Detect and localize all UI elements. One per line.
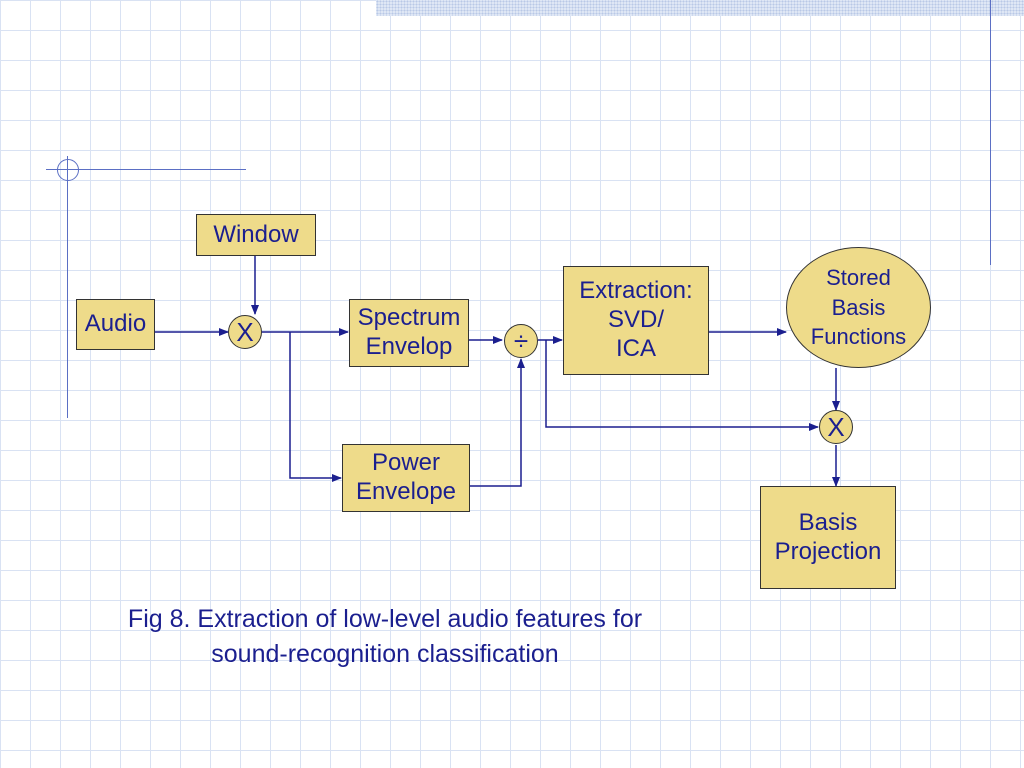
- stored-basis-functions-label: Stored Basis Functions: [810, 264, 907, 350]
- multiply-symbol-2: X: [827, 412, 845, 442]
- wire-power-to-divide: [470, 358, 525, 487]
- multiply-node: X: [228, 315, 262, 349]
- spectrum-envelope-label: Spectrum Envelop: [357, 304, 461, 360]
- divide-node: ÷: [504, 324, 538, 358]
- wire-divide-to-multiply2: [545, 340, 819, 431]
- multiply-symbol: X: [236, 317, 254, 347]
- window-block: Window: [196, 214, 316, 256]
- divide-symbol: ÷: [513, 326, 529, 356]
- decor-horizontal-line: [46, 169, 246, 170]
- header-band: [376, 0, 1024, 16]
- basis-projection-label: Basis Projection: [774, 508, 882, 565]
- power-envelope-label: Power Envelope: [355, 449, 457, 505]
- audio-label: Audio: [84, 310, 147, 338]
- spectrum-envelope-block: Spectrum Envelop: [349, 299, 469, 367]
- basis-projection-block: Basis Projection: [760, 486, 896, 589]
- audio-block: Audio: [76, 299, 155, 350]
- decor-right-vertical-line: [990, 0, 991, 265]
- stored-basis-functions-oval: Stored Basis Functions: [786, 247, 931, 368]
- caption-line-1: Fig 8. Extraction of low-level audio fea…: [127, 605, 643, 633]
- extraction-block: Extraction: SVD/ ICA: [563, 266, 709, 375]
- figure-caption: Fig 8. Extraction of low-level audio fea…: [40, 602, 730, 672]
- wire-branch-to-power: [289, 332, 342, 482]
- multiply-node-2: X: [819, 410, 853, 444]
- extraction-label: Extraction: SVD/ ICA: [579, 277, 693, 362]
- decor-vertical-line: [67, 156, 68, 418]
- caption-line-2: sound-recognition classification: [211, 640, 559, 668]
- decor-circle: [57, 159, 79, 181]
- window-label: Window: [213, 220, 299, 248]
- power-envelope-block: Power Envelope: [342, 444, 470, 512]
